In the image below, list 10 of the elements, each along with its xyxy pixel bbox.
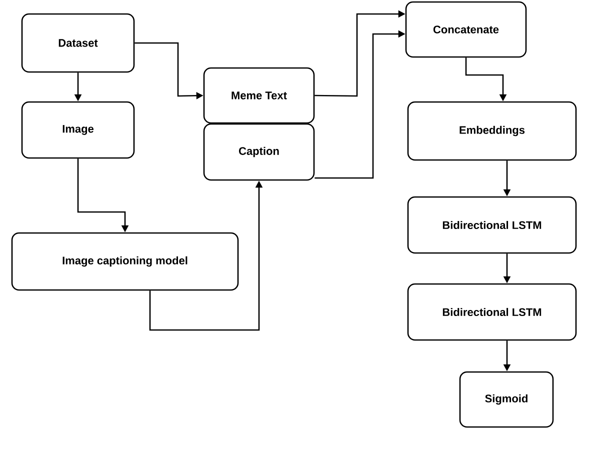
process-box: Embeddings [407,101,577,161]
process-box: Bidirectional LSTM [407,196,577,254]
process-box: Concatenate [405,1,527,58]
process-box: Bidirectional LSTM [407,283,577,341]
process-box: Meme Text [203,67,315,124]
process-box: Sigmoid [459,371,554,428]
process-box: Image [21,101,135,159]
process-box: Image captioning model [11,232,239,291]
process-box: Caption [203,123,315,181]
process-box: Dataset [21,13,135,73]
